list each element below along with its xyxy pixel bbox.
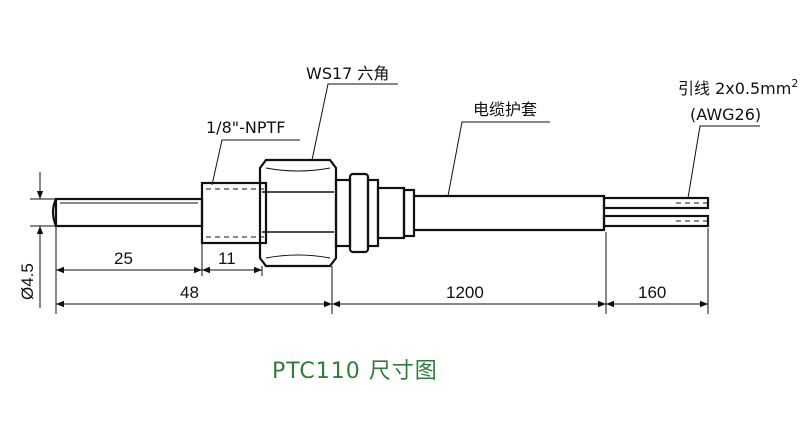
hex-label: WS17 六角: [306, 64, 389, 83]
dimensions: Ø4.5 25 11 48 1200 160: [18, 172, 709, 314]
cable-length-dimension: 1200: [446, 283, 484, 302]
probe-length-dimension: 25: [114, 249, 133, 268]
thread-length-dimension: 11: [218, 249, 236, 268]
jacket-label: 电缆护套: [473, 100, 537, 119]
thread-label: 1/8"-NPTF: [206, 118, 285, 137]
thread-section: [200, 181, 268, 245]
sensor-body: [51, 158, 710, 268]
hex-nut: [258, 158, 338, 268]
diameter-dimension: Ø4.5: [18, 263, 37, 300]
flange: [334, 172, 416, 254]
awg-label: (AWG26): [690, 105, 761, 124]
drawing-title: PTC110 尺寸图: [272, 359, 438, 384]
lead-label: 引线 2x0.5mm2: [678, 77, 798, 98]
callouts: WS17 六角 1/8"-NPTF 电缆护套 引线 2x0.5mm2 (AWG2…: [206, 64, 798, 199]
lead-wires: [602, 196, 710, 228]
cable-jacket: [414, 194, 606, 232]
lead-length-dimension: 160: [638, 283, 666, 302]
body-length-dimension: 48: [180, 283, 199, 302]
